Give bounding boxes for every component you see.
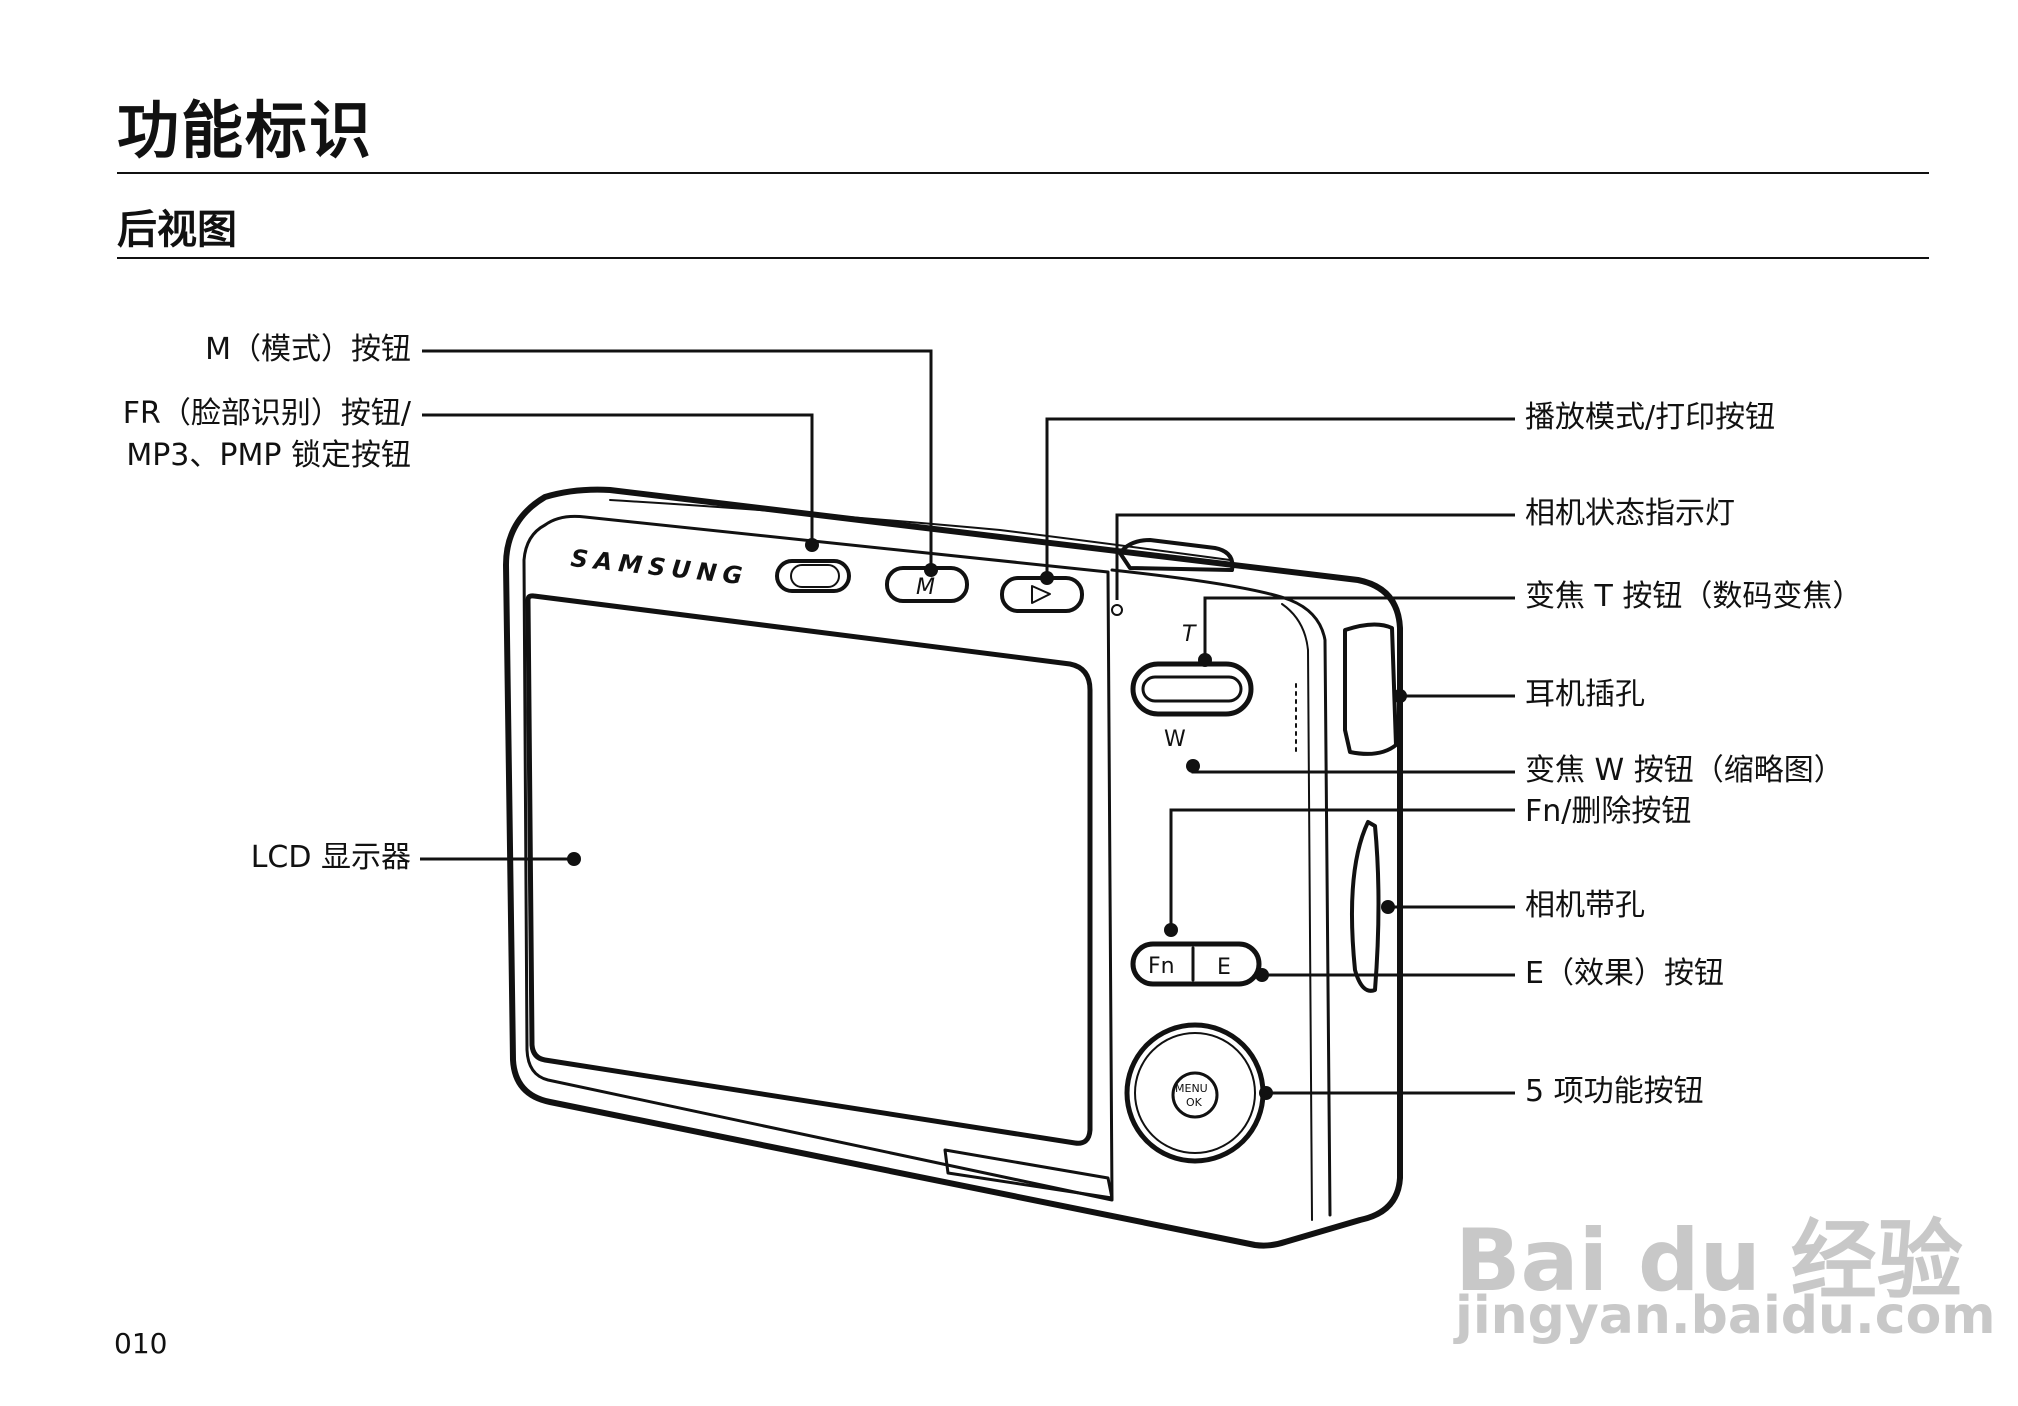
label-five-func: 5 项功能按钮: [1525, 1074, 1704, 1109]
zoom-t-mark: T: [1182, 622, 1197, 647]
menu-key-mark: MENU: [1175, 1082, 1208, 1095]
ok-key-mark: OK: [1186, 1096, 1203, 1109]
lcd-screen: [525, 593, 1093, 1146]
label-lcd: LCD 显示器: [250, 840, 411, 875]
label-fn-delete: Fn/删除按钮: [1525, 794, 1692, 829]
label-playback: 播放模式/打印按钮: [1525, 400, 1776, 435]
leader-playback: [1045, 417, 1515, 578]
leader-fn: [1169, 808, 1515, 930]
page-number: 010: [114, 1327, 168, 1360]
leader-status-lamp: [1115, 513, 1515, 600]
section-title: 后视图: [117, 207, 237, 253]
label-fr-button-line2: MP3、PMP 锁定按钮: [126, 438, 411, 473]
section-rule: [117, 257, 1929, 259]
earphone-jack-cover: [1343, 622, 1398, 756]
label-status-lamp: 相机状态指示灯: [1525, 496, 1735, 531]
leader-fr: [422, 413, 814, 545]
page-title: 功能标识: [117, 94, 374, 167]
label-fr-button-line1: FR（脸部识别）按钮/: [122, 396, 411, 431]
watermark-url: jingyan.baidu.com: [1455, 1286, 1996, 1346]
camera-body-outline: [503, 486, 1403, 1249]
mode-key-mark: M: [916, 575, 935, 600]
label-zoom-w: 变焦 W 按钮（缩略图）: [1525, 753, 1844, 788]
label-earphone: 耳机插孔: [1525, 677, 1645, 712]
strap-slot: [1349, 820, 1381, 993]
brand-logo: SAMSUNG: [569, 544, 749, 590]
label-mode-button: M（模式）按钮: [205, 332, 411, 367]
fn-key-mark: Fn: [1148, 954, 1175, 979]
label-strap: 相机带孔: [1525, 888, 1645, 923]
leader-zoom-t: [1203, 596, 1515, 660]
label-effect: E（效果）按钮: [1525, 956, 1724, 991]
leader-zoom-w: [1191, 766, 1515, 774]
zoom-w-mark: W: [1164, 727, 1186, 752]
leader-mode: [422, 349, 933, 570]
e-key-mark: E: [1217, 955, 1231, 980]
label-zoom-t: 变焦 T 按钮（数码变焦）: [1525, 579, 1863, 614]
watermark-logo: Bai du 经验: [1455, 1211, 1963, 1311]
title-rule: [117, 172, 1929, 174]
